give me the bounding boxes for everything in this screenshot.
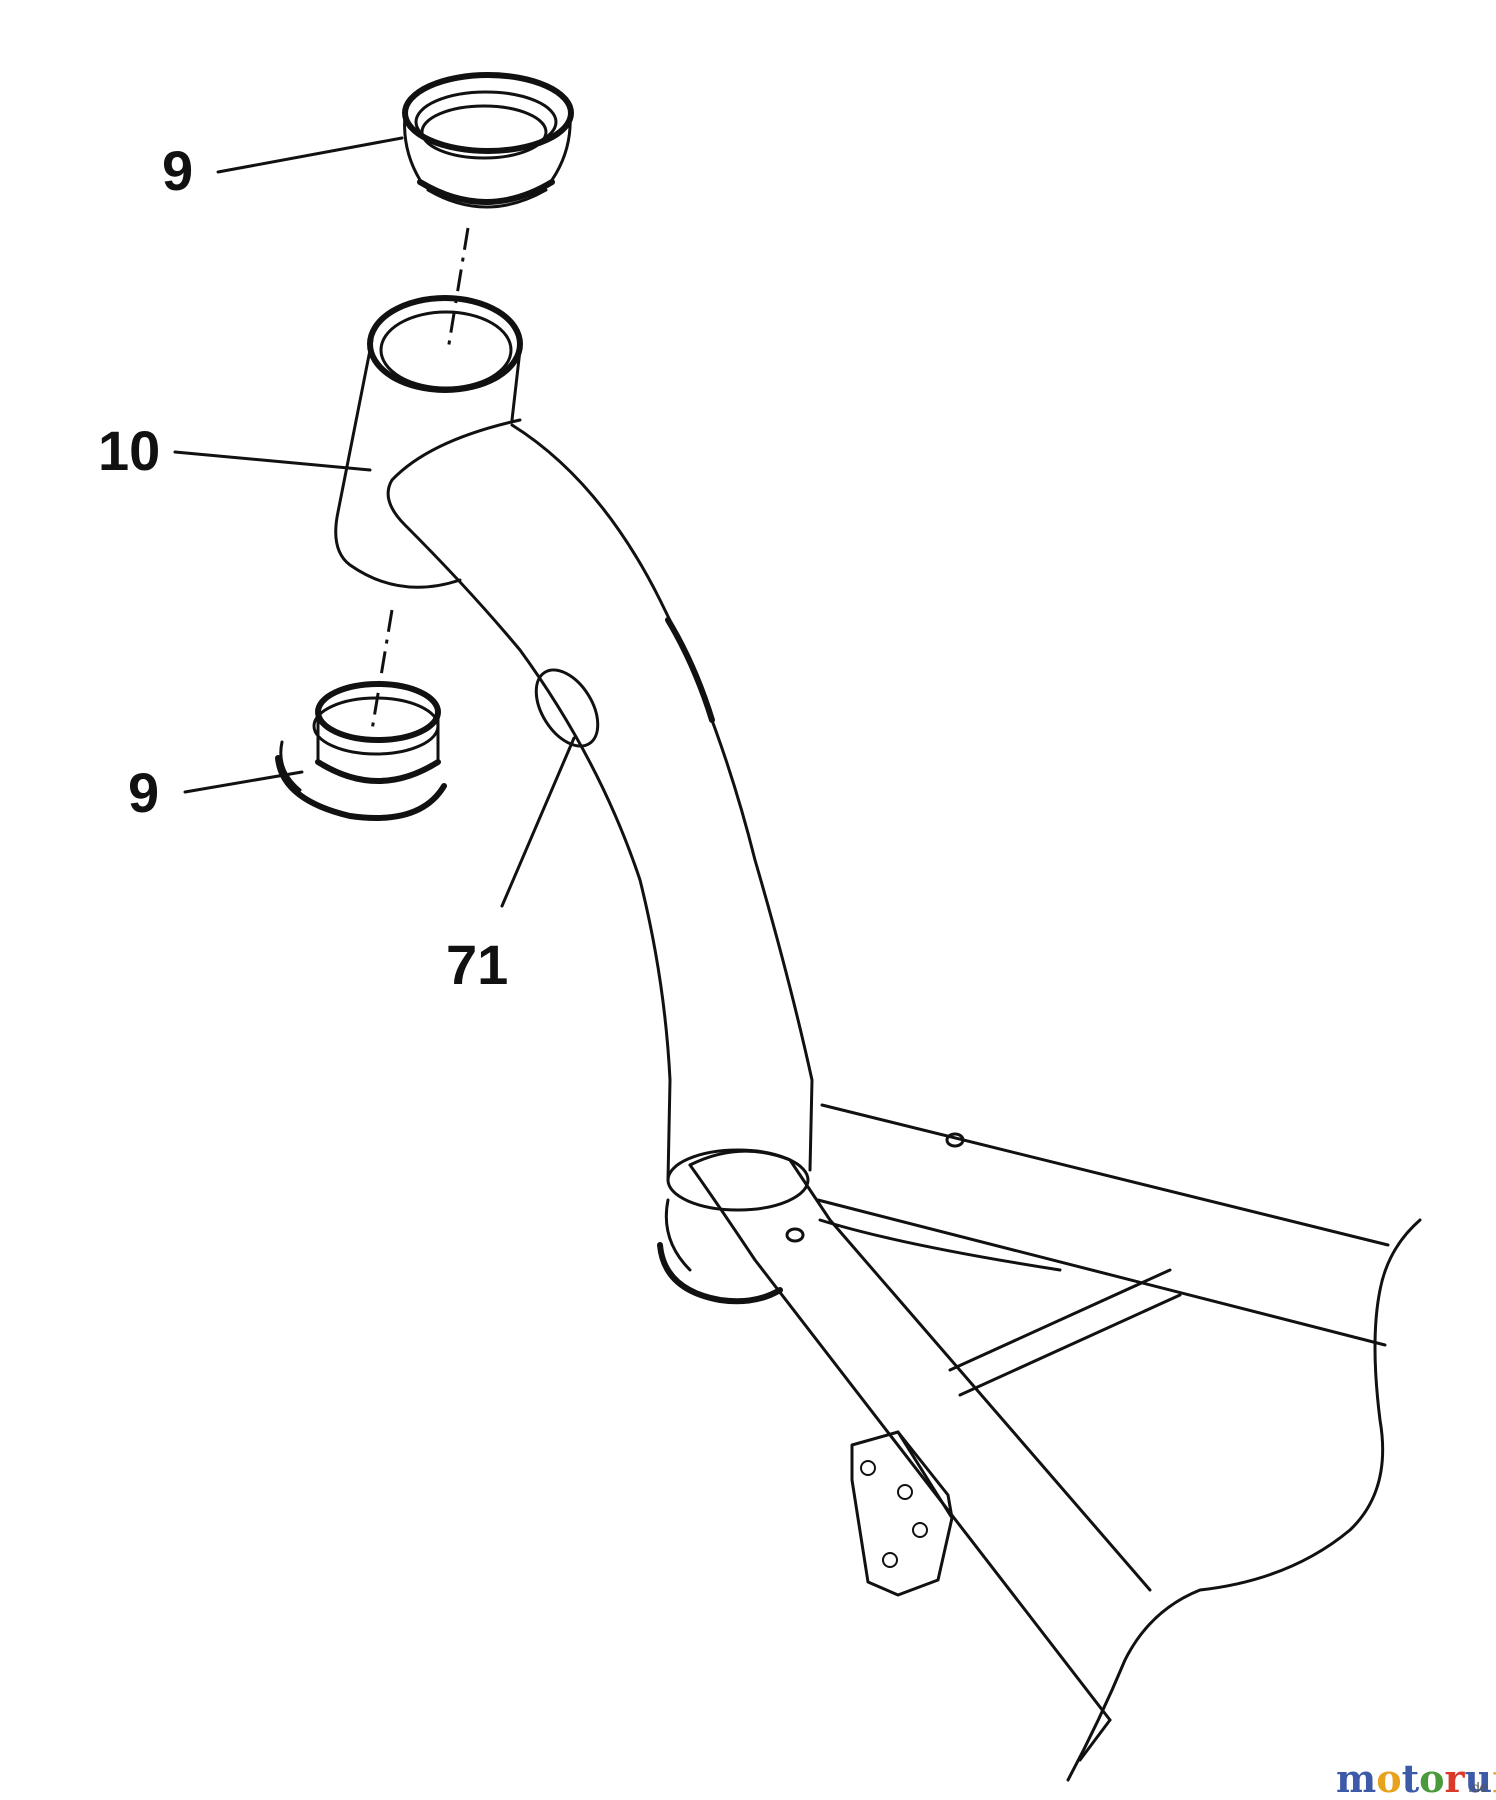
callout-9-bottom: 9: [128, 761, 159, 824]
wm-letter: u: [1465, 1756, 1493, 1800]
leader-10: [173, 450, 372, 472]
axis-line-bottom: [370, 609, 394, 731]
callout-9-top: 9: [162, 139, 193, 202]
watermark-logo: motoruf .de: [1336, 1756, 1496, 1800]
seal-ring-top: [402, 72, 574, 209]
leader-71: [500, 736, 576, 908]
wm-letter: t: [1402, 1756, 1420, 1800]
wm-letter: m: [1336, 1756, 1376, 1800]
seal-ring-bottom: [275, 681, 447, 821]
wm-letter: f: [1492, 1756, 1496, 1800]
axis-line-top: [446, 227, 470, 351]
leader-9-top: [216, 136, 404, 174]
mounting-bracket: [850, 1430, 954, 1597]
wm-letter: r: [1445, 1756, 1466, 1800]
frame: [688, 1103, 1422, 1782]
callout-71: 71: [446, 933, 508, 996]
wm-suffix: .de: [1468, 1779, 1488, 1795]
wm-letter: o: [1419, 1756, 1444, 1800]
leader-9-bottom: [183, 770, 304, 794]
wm-letter: o: [1376, 1756, 1401, 1800]
svg-text:motoruf: motoruf: [1336, 1756, 1496, 1800]
callout-10: 10: [98, 419, 160, 482]
